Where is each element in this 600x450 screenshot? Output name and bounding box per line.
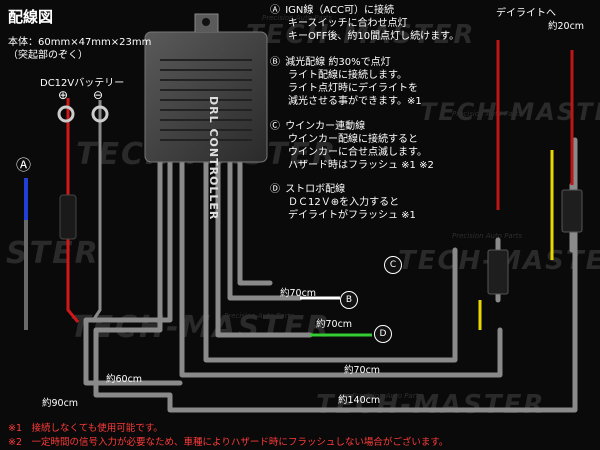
wire-140cm [93, 137, 578, 413]
note-b: Ⓑ 減光配線 約30%で点灯 ライト配線に接続します。 ライト点灯時にデイライト… [270, 56, 422, 108]
inline-fuse [59, 194, 77, 240]
note-c-line-4: ハザード時はフラッシュ ※1 ※2 [288, 160, 434, 171]
note-a-mark: Ⓐ [270, 5, 280, 16]
ring-terminal-minus [91, 105, 109, 123]
length-20cm: 約20cm [548, 21, 585, 32]
note-c-line-2: ウインカー配線に接続すると [288, 134, 418, 145]
note-d-mark: Ⓓ [270, 184, 280, 195]
wire-to-flasher [203, 157, 458, 363]
wire-battery-ground [90, 100, 102, 323]
note-d-line-3: デイライトがフラッシュ ※1 [288, 210, 416, 221]
ring-terminal-plus [57, 105, 75, 123]
length-60cm: 約60cm [106, 374, 143, 385]
watermark-small-5: Precision Auto Parts [352, 392, 422, 400]
connector-left [487, 249, 509, 295]
marker-c: C [384, 256, 402, 274]
note-b-line-2: ライト配線に接続します。 [288, 70, 407, 81]
wire-d-gray [215, 157, 313, 338]
note-c-mark: Ⓒ [270, 121, 280, 132]
battery-label: DC12Vバッテリー [40, 78, 125, 89]
watermark-brand-right: TECH-MASTER [420, 98, 600, 126]
battery-plus-symbol: ⊕ [58, 88, 69, 102]
watermark-partial-left: STER [6, 236, 100, 271]
watermark-small-4: Precision Auto Parts [224, 312, 294, 320]
footnote-1: ※1 接続しなくても使用可能です。 [8, 423, 163, 434]
dimensions-line-2: （突起部のぞく） [8, 50, 88, 61]
connector-right [561, 189, 583, 233]
watermark-brand-bottom: TECH-MASTER [316, 390, 546, 420]
note-b-mark: Ⓑ [270, 57, 280, 68]
watermark-brand-top: TECH-MASTER [246, 20, 476, 50]
note-d-line-1: ストロボ配線 [285, 184, 346, 195]
page-title: 配線図 [8, 8, 54, 26]
wire-b-gray-2 [237, 157, 273, 286]
wire-90cm [83, 157, 183, 386]
footnote-2: ※2 一定時間の信号入力が必要なため、車種によりハザード時にフラッシュしない場合… [8, 437, 449, 448]
length-b-70cm: 約70cm [280, 288, 317, 299]
note-c: Ⓒ ウインカー連動線 ウインカー配線に接続すると ウインカーに合せ点滅します。 … [270, 120, 434, 172]
daylight-label: デイライトへ [496, 8, 556, 19]
note-d-line-2: ＤＣ12Ｖ⊕を入力すると [288, 197, 400, 208]
watermark-small-2: Precision Auto Parts [452, 110, 522, 118]
watermark-small-3: Precision Auto Parts [452, 232, 522, 240]
note-b-line-1: 減光配線 約30%で点灯 [285, 57, 391, 68]
note-a-line-2: キースイッチに合わせ点灯 [288, 18, 408, 29]
marker-d: D [374, 325, 392, 343]
dimensions-line-1: 本体：60mm×47mm×23mm [8, 37, 152, 48]
note-a-line-1: IGN線（ACC可）に接続 [285, 5, 394, 16]
note-b-line-4: 減光させる事ができます。※1 [288, 96, 422, 107]
note-d: Ⓓ ストロボ配線 ＤＣ12Ｖ⊕を入力すると デイライトがフラッシュ ※1 [270, 183, 416, 222]
controller-box [144, 13, 268, 163]
length-d-70cm: 約70cm [316, 319, 353, 330]
wire-battery-red [66, 98, 80, 323]
note-c-line-1: ウインカー連動線 [285, 121, 366, 132]
watermark-small-1: Precision Auto Parts [262, 14, 332, 22]
dimensions-text: 本体：60mm×47mm×23mm （突起部のぞく） [8, 36, 151, 62]
note-a-line-3: キーOFF後、約10間点灯し続けます。 [288, 31, 460, 42]
wire-70cm-middle [179, 157, 503, 378]
length-140cm: 約140cm [338, 395, 381, 406]
length-middle-70cm: 約70cm [344, 365, 381, 376]
marker-b: B [340, 291, 358, 309]
controller-label: DRL CONTROLLER [207, 96, 220, 221]
note-a: Ⓐ IGN線（ACC可）に接続 キースイッチに合わせ点灯 キーOFF後、約10間… [270, 4, 459, 43]
note-b-line-3: ライト点灯時にデイライトを [288, 83, 418, 94]
note-c-line-3: ウインカーに合せ点滅します。 [288, 147, 427, 158]
length-90cm: 約90cm [42, 398, 79, 409]
marker-a: Ⓐ [16, 156, 32, 174]
wire-b-gray [227, 157, 303, 301]
battery-minus-symbol: ⊖ [93, 88, 104, 102]
